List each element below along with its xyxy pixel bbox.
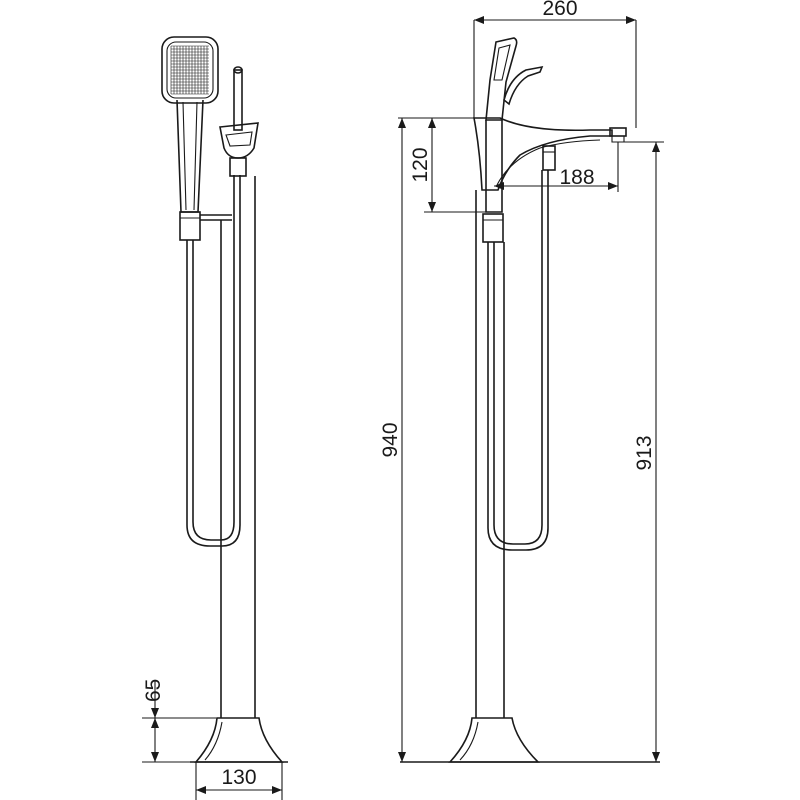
hand-shower-head [161, 36, 219, 213]
shower-hose [186, 175, 241, 547]
dim-spout-reach: 188 [494, 142, 619, 192]
side-view: 260 188 120 940 [379, 0, 664, 763]
front-column [220, 176, 256, 718]
side-column [475, 190, 505, 718]
label-total-height: 940 [379, 422, 402, 457]
label-spout-height: 913 [633, 435, 656, 470]
shower-holder-bracket [179, 211, 232, 241]
side-shower-hose [487, 170, 549, 551]
label-base-height: 65 [142, 679, 165, 702]
dim-handle-height: 120 [398, 117, 486, 213]
side-spout [473, 117, 627, 191]
mixer-lever [219, 66, 259, 177]
side-hand-shower [485, 37, 518, 213]
label-handle-height: 120 [409, 147, 432, 182]
side-base [400, 717, 660, 763]
label-overall-width: 260 [542, 0, 577, 20]
dim-overall-width: 260 [473, 0, 637, 128]
front-view: 65 130 [142, 36, 288, 800]
label-spout-reach: 188 [559, 166, 594, 189]
dim-total-height: 940 [379, 118, 406, 762]
label-base-diameter: 130 [221, 766, 256, 789]
front-base [190, 717, 288, 763]
dim-base-diameter: 130 [195, 762, 283, 800]
dim-base-height: 65 [142, 679, 216, 763]
side-holder-bracket [482, 213, 504, 243]
dim-spout-height: 913 [624, 141, 664, 762]
side-mixer-lever [503, 65, 544, 106]
